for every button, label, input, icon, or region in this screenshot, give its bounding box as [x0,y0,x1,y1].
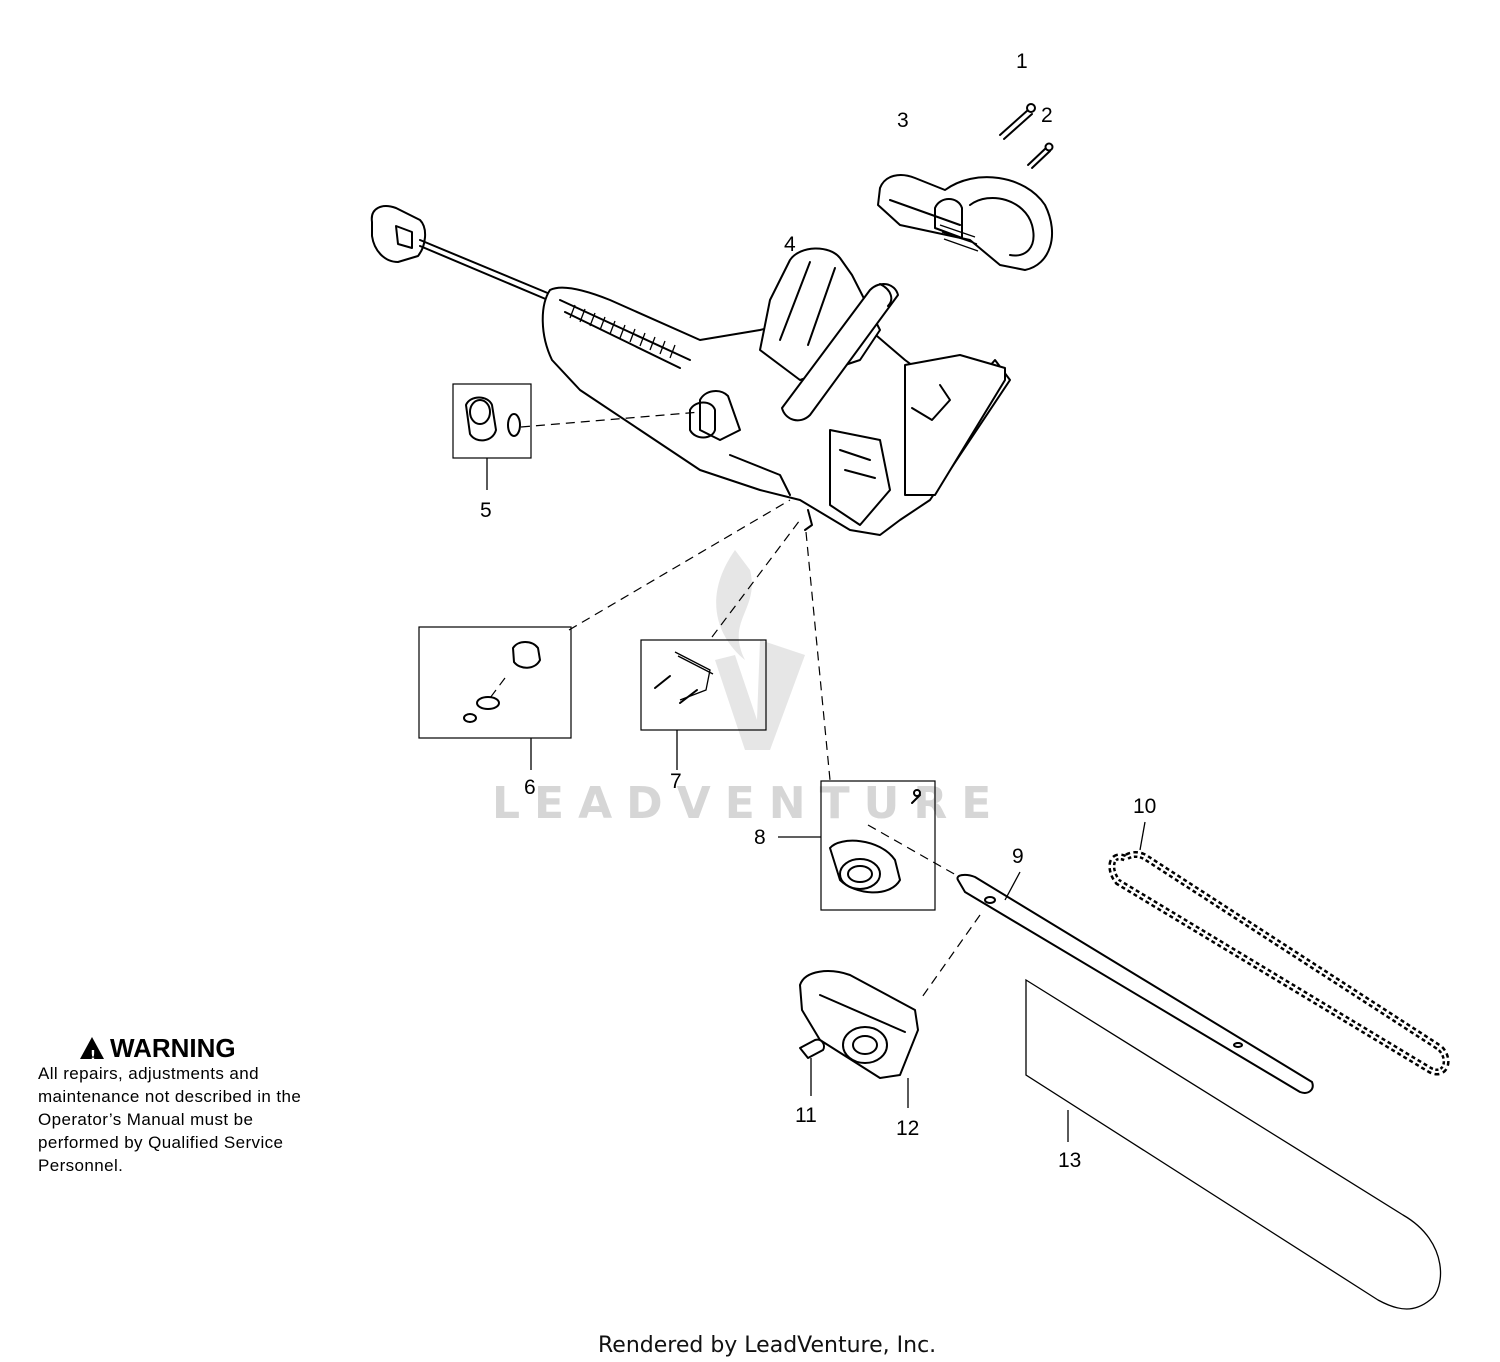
chainsaw-body [370,205,1011,536]
footer-credit: Rendered by LeadVenture, Inc. [598,1333,936,1358]
tensioner-box [640,519,801,770]
callout-2: 2 [1041,104,1053,127]
saw-chain [1108,821,1450,1076]
callout-4: 4 [784,233,796,256]
callout-3: 3 [897,109,909,132]
callout-13: 13 [1058,1149,1081,1172]
warning-title: WARNING [110,1033,236,1063]
sprocket-cover [799,914,981,1108]
hand-guard [877,174,1054,271]
callouts: 1 2 3 4 5 6 7 8 9 10 11 12 13 [480,50,1156,1172]
warning-notice: ! WARNING All repairs, adjustments and m… [38,1034,338,1177]
warning-triangle-icon: ! [80,1037,104,1064]
clutch-box [778,531,1001,911]
watermark-text: LEADVENTURE [492,778,1005,829]
bar-scabbard [1025,978,1442,1310]
warning-text: All repairs, adjustments and maintenance… [38,1064,302,1175]
callout-8: 8 [754,826,766,849]
callout-7: 7 [670,770,682,793]
callout-1: 1 [1016,50,1028,73]
callout-11: 11 [795,1104,817,1127]
callout-5: 5 [480,499,492,522]
watermark: LEADVENTURE [492,550,1005,829]
guide-bar [956,871,1314,1094]
oil-cap-box [452,383,701,490]
callout-10: 10 [1133,795,1156,818]
callout-6: 6 [524,776,536,799]
screws-1-2 [999,103,1054,169]
sprocket-box [418,499,791,770]
warning-title-row: ! WARNING [80,1033,338,1064]
callout-9: 9 [1012,845,1024,868]
callout-12: 12 [896,1117,919,1140]
